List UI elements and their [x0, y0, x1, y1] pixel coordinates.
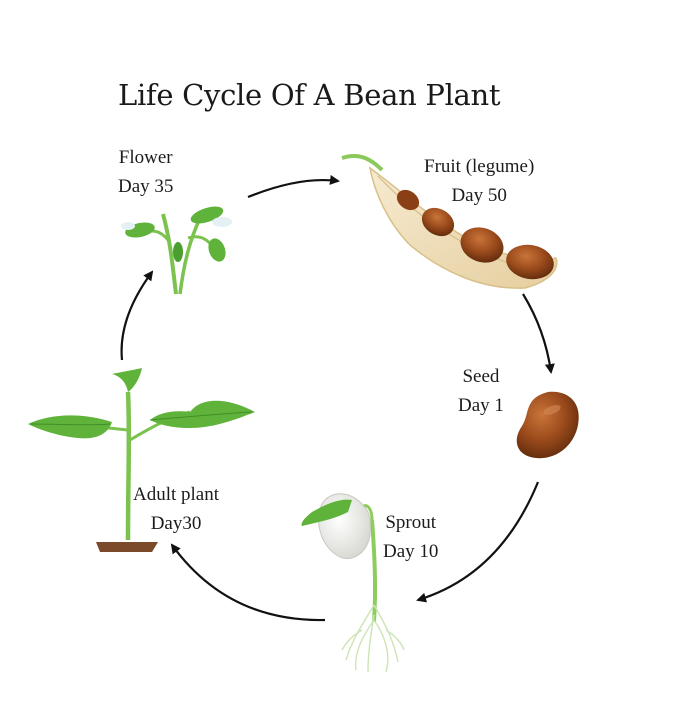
seed-label: Seed Day 1 [458, 362, 504, 420]
adult-plant-illustration [28, 368, 255, 552]
fruit-label: Fruit (legume) Day 50 [424, 152, 534, 210]
diagram-title: Life Cycle Of A Bean Plant [118, 78, 501, 112]
flower-label: Flower Day 35 [118, 143, 173, 201]
arrow-sprout-to-adult [170, 543, 326, 622]
seed-bean-illustration [516, 391, 579, 459]
arrow-seed-to-sprout [416, 481, 540, 603]
fruit-pod-illustration [341, 153, 558, 289]
adult-plant-name: Adult plant [133, 484, 220, 505]
flower-name: Flower [118, 147, 173, 168]
flower-day: Day 35 [118, 176, 174, 197]
seed-name: Seed [462, 366, 500, 387]
arrow-flower-to-fruit [247, 175, 340, 199]
sprout-illustration [301, 493, 405, 673]
seed-day: Day 1 [458, 395, 504, 416]
sprout-label: Sprout Day 10 [383, 508, 438, 566]
adult-plant-label: Adult plant Day30 [133, 480, 219, 538]
sprout-name: Sprout [385, 512, 437, 533]
fruit-name: Fruit (legume) [424, 156, 535, 177]
adult-plant-day: Day30 [150, 513, 202, 534]
arrow-fruit-to-seed [522, 293, 555, 374]
flower-plant-illustration [121, 206, 232, 295]
arrow-adult-to-flower [120, 270, 154, 361]
sprout-day: Day 10 [383, 541, 439, 562]
fruit-day: Day 50 [451, 185, 507, 206]
